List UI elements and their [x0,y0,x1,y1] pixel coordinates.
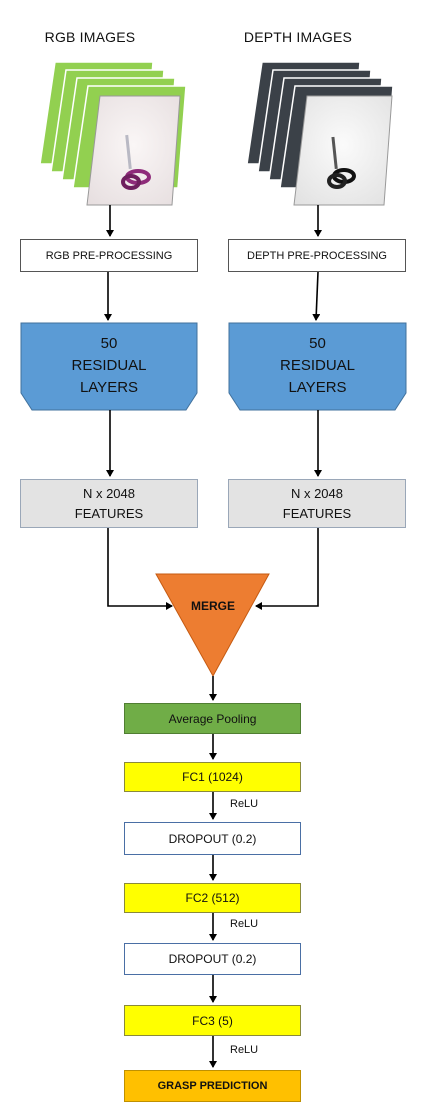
dropout2-box: DROPOUT (0.2) [124,943,301,975]
fc2-activation-label: ReLU [230,918,259,930]
rgb-preprocessing-label: RGB PRE-PROCESSING [45,249,173,262]
merge-label: MERGE [190,599,235,613]
fc1-box: FC1 (1024) [124,762,301,792]
grasp-prediction-label: GRASP PREDICTION [157,1080,268,1092]
depth-preprocessing-box: DEPTH PRE-PROCESSING [228,239,406,272]
depth-residual-word: RESIDUAL [279,357,356,374]
grasp-prediction-box: GRASP PREDICTION [124,1070,301,1102]
depth-features-box: N x 2048 FEATURES [228,479,406,528]
fc3-activation-label: ReLU [230,1044,259,1056]
fc2-box: FC2 (512) [124,883,301,913]
rgb-photo-frame [86,95,181,206]
rgb-residual-block [20,322,198,411]
depth-photo-frame [293,95,393,206]
dropout2-label: DROPOUT (0.2) [168,952,257,966]
depth-features-label: FEATURES [282,505,352,521]
fc1-label: FC1 (1024) [182,770,243,784]
depth-images-title: DEPTH IMAGES [243,29,353,45]
scissors-depth-icon [327,136,356,189]
fc3-label: FC3 (5) [192,1013,233,1028]
depth-image-stack [246,61,394,206]
merge-triangle [155,573,270,678]
rgb-preprocessing-box: RGB PRE-PROCESSING [20,239,198,272]
fc1-activation-label: ReLU [230,798,259,810]
average-pooling-label: Average Pooling [168,711,257,726]
depth-residual-block [228,322,407,411]
scissors-icon [121,134,151,190]
rgb-images-title: RGB IMAGES [44,29,136,45]
average-pooling-box: Average Pooling [124,703,301,734]
rgb-features-box: N x 2048 FEATURES [20,479,198,528]
fc3-box: FC3 (5) [124,1005,301,1036]
rgb-features-label: FEATURES [74,505,144,521]
rgb-residual-text: 50 RESIDUAL LAYERS [21,333,197,399]
rgb-image-stack [39,61,187,206]
rgb-residual-layers: LAYERS [79,379,139,396]
depth-residual-count: 50 [309,335,326,352]
dropout1-label: DROPOUT (0.2) [168,831,257,846]
rgb-features-count: N x 2048 [82,485,136,501]
depth-features-count: N x 2048 [290,485,344,501]
dropout1-box: DROPOUT (0.2) [124,822,301,855]
depth-residual-layers: LAYERS [288,379,347,396]
rgb-residual-count: 50 [100,335,118,352]
depth-preprocessing-label: DEPTH PRE-PROCESSING [247,249,387,262]
depth-residual-text: 50 RESIDUAL LAYERS [229,333,406,399]
rgb-residual-word: RESIDUAL [71,357,147,374]
fc2-label: FC2 (512) [185,891,240,905]
